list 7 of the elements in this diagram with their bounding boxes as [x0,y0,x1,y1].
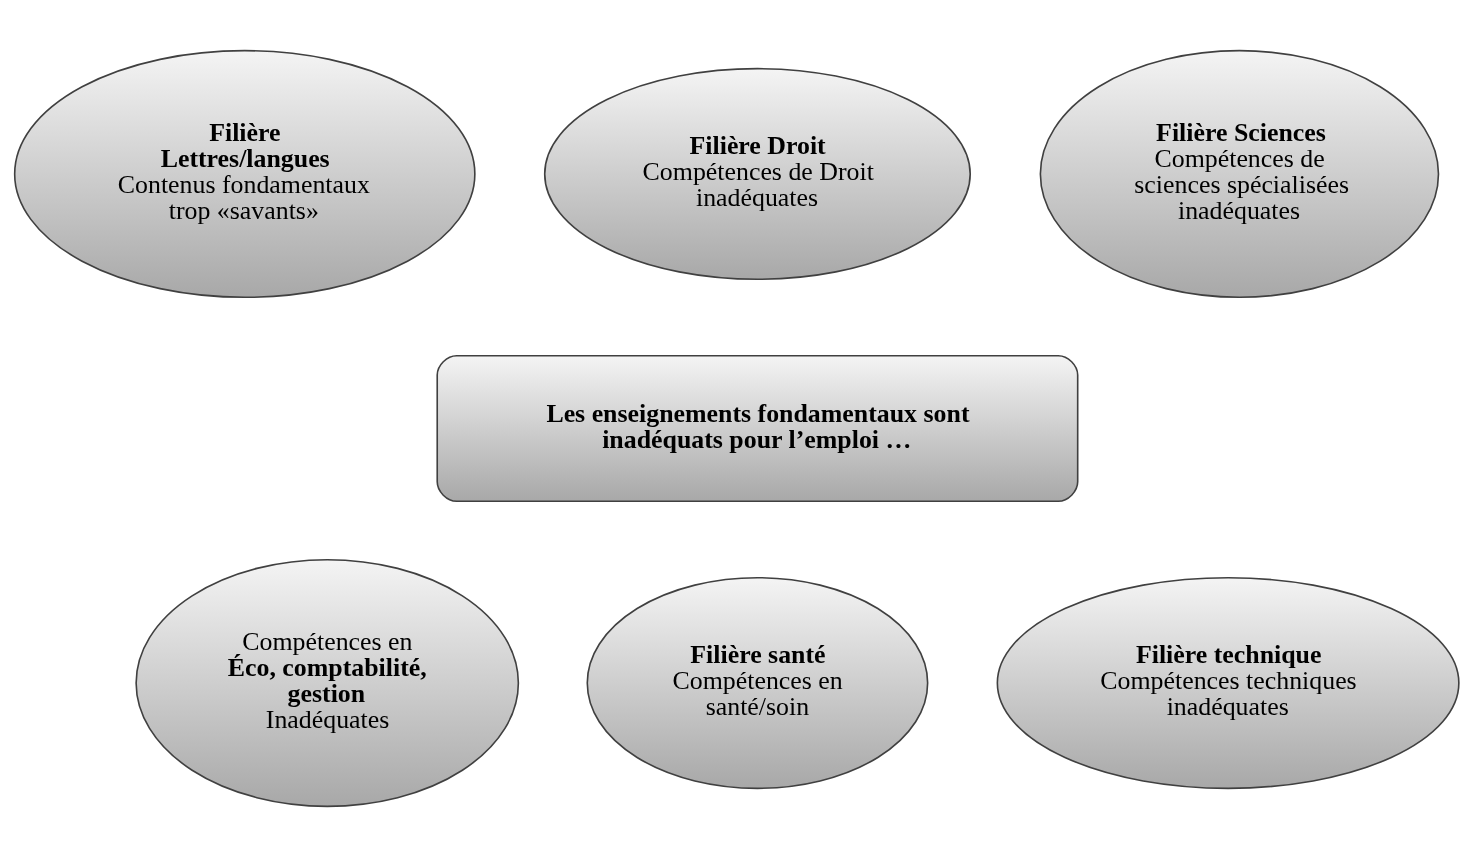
node-ellipse: Filière Lettres/langues Contenus fondamentaux trop «savants» [13,49,476,298]
node-ellipse: Filière technique Compétences techniques inadéquates [996,576,1460,789]
node-box: Les enseignements fondamentaux sont inadéquats pour l’emploi … [436,354,1079,502]
node-ellipse: Filière santé Compétences en santé/soin [586,576,929,789]
node-ellipse: Filière Sciences Compétences de sciences spécialisées inadéquates [1039,49,1440,298]
node-ellipse: Filière Droit Compétences de Droit inadéquates [543,67,971,280]
node-ellipse: Compétences en Éco, comptabilité, gestion Inadéquates [135,558,520,807]
